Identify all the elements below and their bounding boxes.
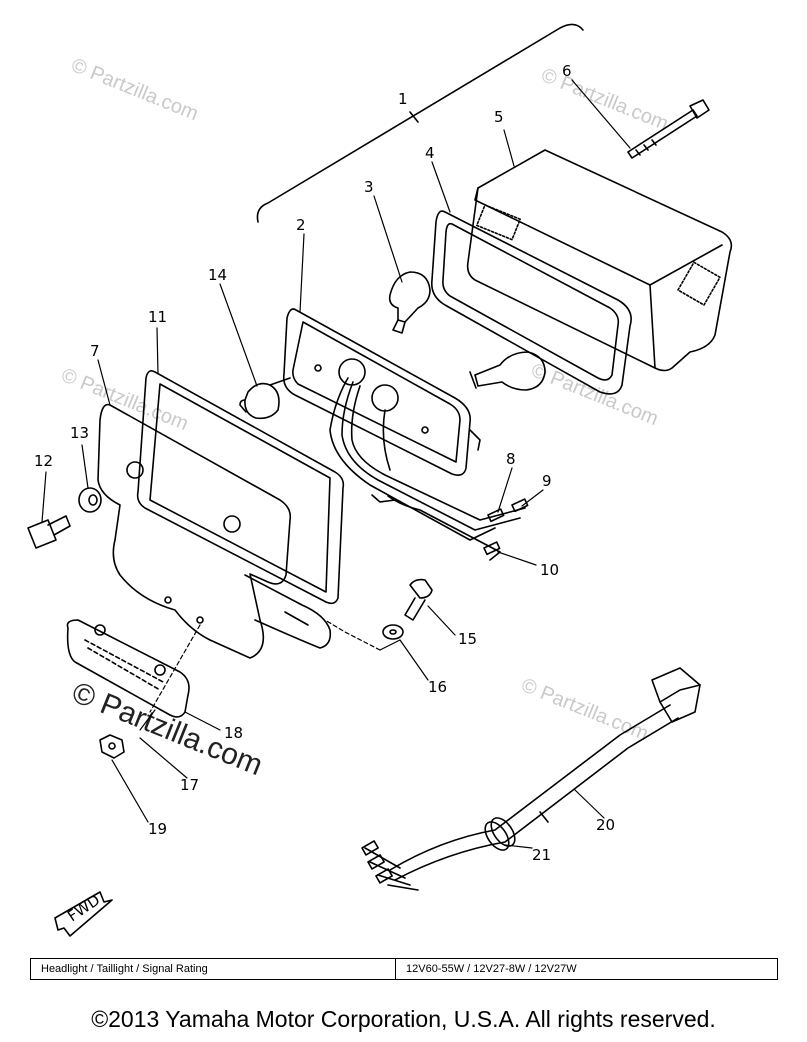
part-21-grommet — [484, 817, 516, 851]
rating-table: Headlight / Taillight / Signal Rating 12… — [30, 958, 778, 980]
part-13-washer — [78, 487, 102, 513]
callout-15: 15 — [458, 630, 477, 648]
callout-1: 1 — [398, 90, 408, 108]
callout-21: 21 — [532, 846, 551, 864]
rating-table-label: Headlight / Taillight / Signal Rating — [31, 959, 396, 979]
callout-6: 6 — [562, 62, 572, 80]
callout-4: 4 — [425, 144, 435, 162]
callout-12: 12 — [34, 452, 53, 470]
part-12-bolt — [27, 515, 71, 549]
part-3-bulb — [388, 271, 431, 334]
callout-3: 3 — [364, 178, 374, 196]
callout-19: 19 — [148, 820, 167, 838]
part-5-lens-housing — [466, 149, 733, 372]
callout-14: 14 — [208, 266, 227, 284]
watermark: © Partzilla.com — [528, 359, 661, 430]
watermark: © Partzilla.com — [68, 54, 201, 125]
part-15-screw — [404, 578, 433, 621]
part-4-gasket — [430, 210, 632, 395]
fwd-label: FWD — [64, 891, 103, 926]
part-19-nut — [99, 734, 125, 759]
rating-table-value: 12V60-55W / 12V27-8W / 12V27W — [406, 963, 577, 975]
assembly-bracket-tick — [409, 111, 419, 123]
part-7-housing — [97, 403, 332, 659]
callout-10: 10 — [540, 561, 559, 579]
callout-8: 8 — [506, 450, 516, 468]
part-6-bolt — [627, 99, 710, 159]
callout-9: 9 — [542, 472, 552, 490]
part-16-washer — [382, 624, 404, 640]
callout-18: 18 — [224, 724, 243, 742]
callout-2: 2 — [296, 216, 306, 234]
callout-16: 16 — [428, 678, 447, 696]
part-2-base-plate — [282, 308, 481, 476]
callout-13: 13 — [70, 424, 89, 442]
part-3-bulb-2 — [469, 351, 546, 391]
callout-5: 5 — [494, 108, 504, 126]
copyright-notice: ©2013 Yamaha Motor Corporation, U.S.A. A… — [91, 1006, 716, 1032]
part-18-plate — [66, 619, 190, 718]
fwd-arrow — [54, 891, 113, 937]
watermarks: © Partzilla.com © Partzilla.com © Partzi… — [58, 54, 671, 782]
callouts: 1 2 3 4 5 6 7 8 9 10 11 12 13 14 15 16 1… — [34, 62, 615, 864]
leader-lines — [41, 79, 631, 849]
assembly-bracket — [256, 23, 584, 223]
callout-17: 17 — [180, 776, 199, 794]
part-14-socket — [239, 377, 291, 420]
callout-7: 7 — [90, 342, 100, 360]
watermark: © Partzilla.com — [538, 64, 671, 135]
callout-20: 20 — [596, 816, 615, 834]
wire-harness — [329, 377, 529, 561]
part-11-gasket — [136, 370, 345, 605]
part-20-wire-assembly — [361, 667, 701, 891]
callout-11: 11 — [148, 308, 167, 326]
parts-diagram: © Partzilla.com © Partzilla.com © Partzi… — [27, 23, 733, 937]
watermark: © Partzilla.com — [518, 674, 651, 745]
